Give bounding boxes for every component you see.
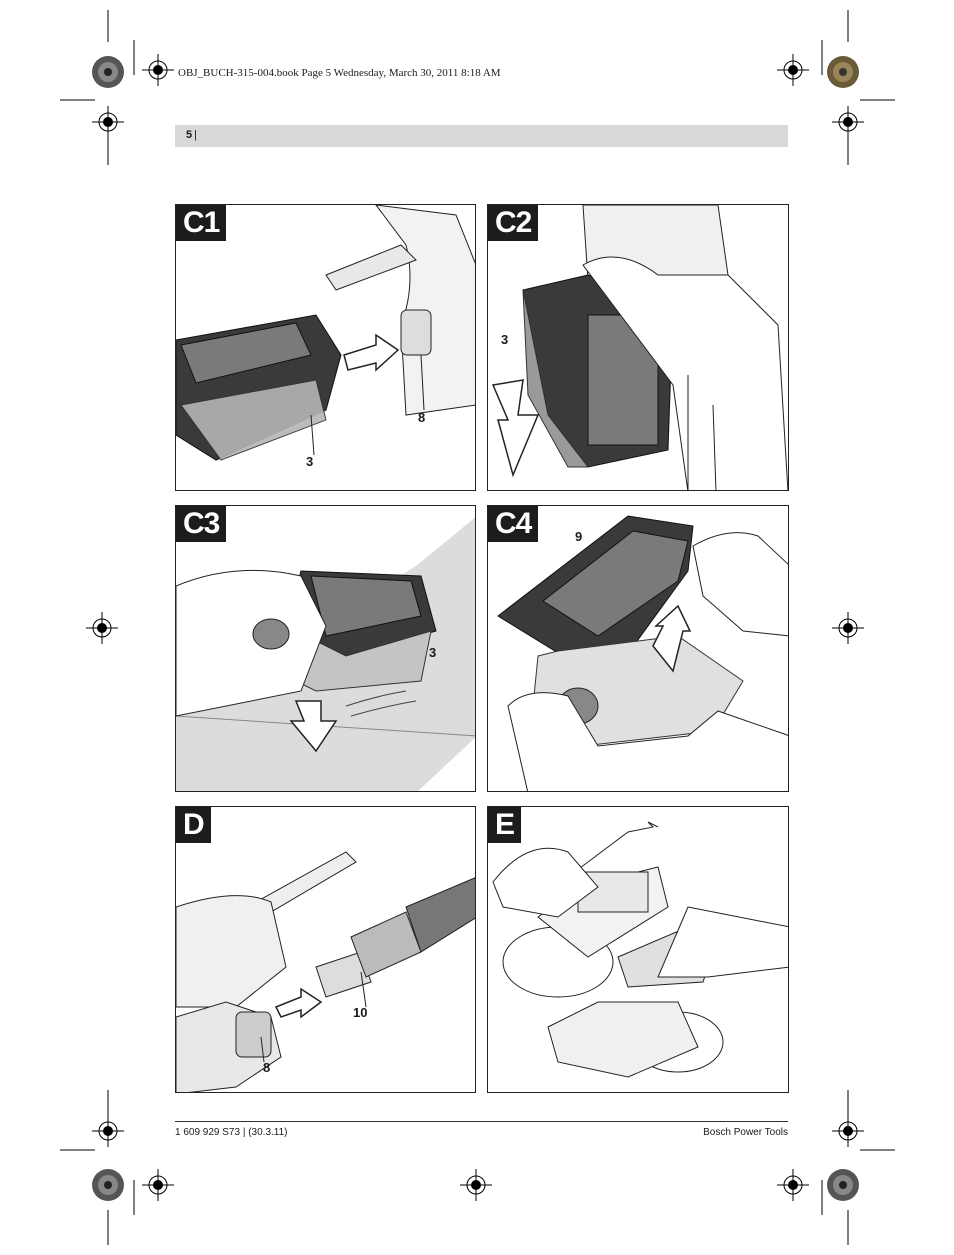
callout-8: 8	[418, 410, 426, 425]
callout-8: 8	[263, 1060, 271, 1075]
page-number-separator: |	[194, 129, 197, 141]
slug-line: OBJ_BUCH-315-004.book Page 5 Wednesday, …	[178, 67, 501, 79]
illustration-c1	[176, 205, 475, 461]
callout-10: 10	[353, 1005, 368, 1020]
panel-e: E	[487, 806, 789, 1093]
illustration-c2	[491, 205, 788, 490]
footer-brand: Bosch Power Tools	[703, 1127, 788, 1138]
callout-9: 9	[575, 529, 583, 544]
page-number: 5|	[186, 129, 197, 141]
footer-rule	[175, 1121, 788, 1122]
page-number-value: 5	[186, 129, 193, 141]
illustration-c3	[176, 517, 475, 791]
panel-c3: C3 3	[175, 505, 476, 792]
panel-c1: C1 8 3	[175, 204, 476, 491]
callout-3: 3	[501, 332, 509, 347]
panel-c2-label: C2	[488, 205, 539, 241]
panel-d: D 10 8	[175, 806, 476, 1093]
panel-c1-label: C1	[176, 205, 227, 241]
callout-3: 3	[429, 645, 437, 660]
illustration-e	[492, 821, 788, 1078]
panel-c4: C4 9	[487, 505, 789, 792]
panel-c4-label: C4	[488, 506, 539, 542]
illustration-d	[176, 851, 475, 1092]
illustration-c4	[497, 515, 788, 791]
panel-c2: C2 3	[487, 204, 789, 491]
header-bar	[175, 125, 788, 147]
callout-3: 3	[306, 454, 314, 469]
panel-e-label: E	[488, 807, 522, 843]
panel-c3-label: C3	[176, 506, 227, 542]
panel-d-label: D	[176, 807, 211, 843]
footer-document-number: 1 609 929 S73 | (30.3.11)	[175, 1127, 288, 1138]
